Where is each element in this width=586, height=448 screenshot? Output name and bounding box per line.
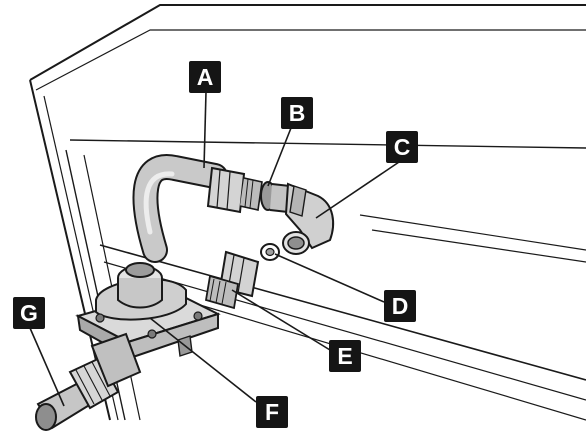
- leader-lines: [29, 91, 403, 407]
- callout-label-d: D: [384, 290, 416, 322]
- leader-line-g: [29, 327, 65, 407]
- callout-label-g: G: [13, 297, 45, 329]
- callout-label-f: F: [256, 396, 288, 428]
- leader-line-f: [149, 317, 257, 403]
- callout-label-c: C: [386, 131, 418, 163]
- callout-label-b: B: [281, 97, 313, 129]
- appliance-frame: [29, 4, 586, 421]
- union-fitting-e: [204, 250, 260, 310]
- flex-connector-a: [132, 154, 228, 263]
- elbow-c: [282, 182, 335, 255]
- leader-line-b: [267, 127, 292, 187]
- adapter-b: [260, 181, 292, 214]
- leader-line-e: [231, 289, 331, 351]
- leader-line-c: [315, 159, 403, 219]
- pressure-regulator-f: [75, 262, 221, 360]
- leader-line-d: [274, 253, 385, 303]
- callout-label-e: E: [329, 340, 361, 372]
- washer-d: [260, 243, 280, 261]
- flare-nut-a: [206, 166, 263, 214]
- inlet-pipe-g: [35, 332, 142, 431]
- leader-line-a: [203, 91, 207, 169]
- callout-label-a: A: [189, 61, 221, 93]
